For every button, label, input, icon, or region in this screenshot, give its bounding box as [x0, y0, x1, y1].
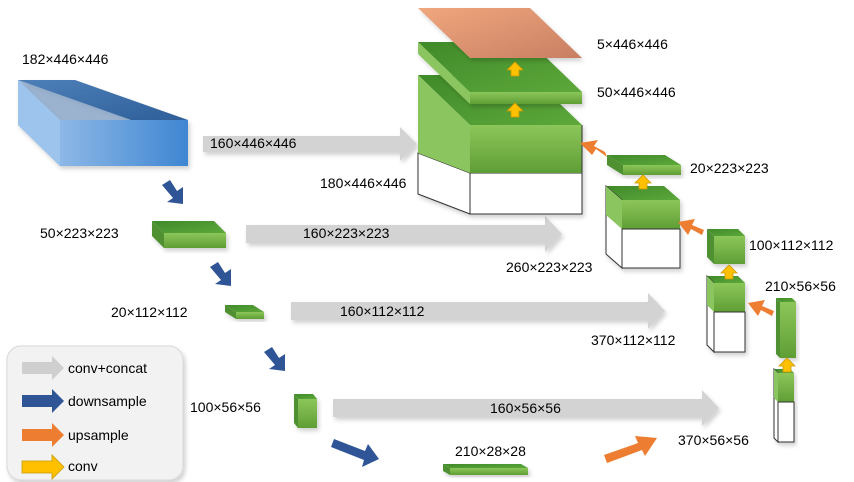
legend-item-downsample: downsample [22, 389, 147, 413]
decoder-concat-block-223 [605, 184, 681, 270]
conv-arrow-mid-446 [506, 102, 524, 118]
downsample-arrow-4 [331, 439, 379, 467]
downsample-arrow-3 [264, 347, 285, 371]
orange-arrow-icon [22, 423, 64, 447]
label-enc3: 100×56×56 [190, 399, 261, 415]
legend-item-conv-concat: conv+concat [22, 356, 147, 380]
label-bottleneck: 210×28×28 [455, 443, 526, 459]
decoder-small-block-112 [707, 229, 745, 264]
decoder-concat-block-56 [773, 367, 795, 444]
decoder-small-block-223 [607, 155, 681, 175]
upsample-arrow-3 [748, 300, 774, 316]
legend: conv+concat downsample upsample conv [6, 345, 184, 481]
blue-arrow-icon [22, 389, 64, 413]
decoder-concat-block-112 [706, 274, 746, 354]
legend-item-conv: conv [21, 454, 98, 480]
label-output: 5×446×446 [597, 36, 668, 52]
legend-label: conv [68, 458, 98, 474]
downsample-arrow-2 [210, 262, 231, 286]
skip-arrow-1 [203, 127, 417, 161]
label-skip2: 160×223×223 [303, 225, 390, 241]
encoder-block-1 [152, 221, 226, 248]
label-dec2-concat: 260×223×223 [506, 259, 593, 275]
yellow-arrow-icon [21, 454, 65, 480]
dimension-labels: 182×446×446 50×223×223 20×112×112 100×56… [22, 36, 836, 459]
label-dec3-concat: 370×112×112 [591, 332, 676, 348]
label-dec2-small: 20×223×223 [690, 160, 769, 176]
legend-item-upsample: upsample [22, 423, 129, 447]
legend-label: upsample [68, 427, 129, 443]
conv-arrow-223 [634, 174, 652, 190]
label-dec1-mid: 50×446×446 [597, 84, 676, 100]
legend-label: downsample [68, 393, 147, 409]
conv-arrow-112 [720, 264, 738, 280]
legend-label: conv+concat [68, 360, 147, 376]
downsample-arrow-1 [162, 180, 183, 204]
bottleneck-block [443, 464, 528, 475]
upsample-arrow-1 [580, 140, 607, 157]
label-dec3-small: 100×112×112 [749, 237, 834, 253]
label-skip3: 160×112×112 [340, 303, 425, 319]
conv-arrow-56 [778, 357, 796, 373]
label-enc2: 20×112×112 [111, 304, 188, 320]
decoder-small-block-56 [776, 298, 796, 358]
label-dec1-concat: 180×446×446 [320, 175, 407, 191]
encoder-block-2 [225, 305, 264, 319]
label-dec4-small: 210×56×56 [765, 278, 836, 294]
input-block [18, 80, 188, 166]
encoder-block-3 [294, 394, 317, 428]
output-block [418, 8, 582, 58]
skip-arrow-2 [246, 216, 562, 252]
skip-arrow-4 [333, 390, 719, 426]
skip-arrow-3 [291, 293, 665, 329]
upsample-arrow-4 [604, 436, 657, 463]
gray-arrow-icon [22, 356, 64, 380]
conv-arrow-output [506, 61, 524, 77]
label-skip1: 160×446×446 [210, 135, 297, 151]
label-input: 182×446×446 [22, 51, 109, 67]
label-dec4-concat: 370×56×56 [678, 432, 749, 448]
label-enc1: 50×223×223 [40, 225, 119, 241]
label-skip4: 160×56×56 [490, 400, 561, 416]
upsample-arrow-2 [678, 219, 704, 235]
